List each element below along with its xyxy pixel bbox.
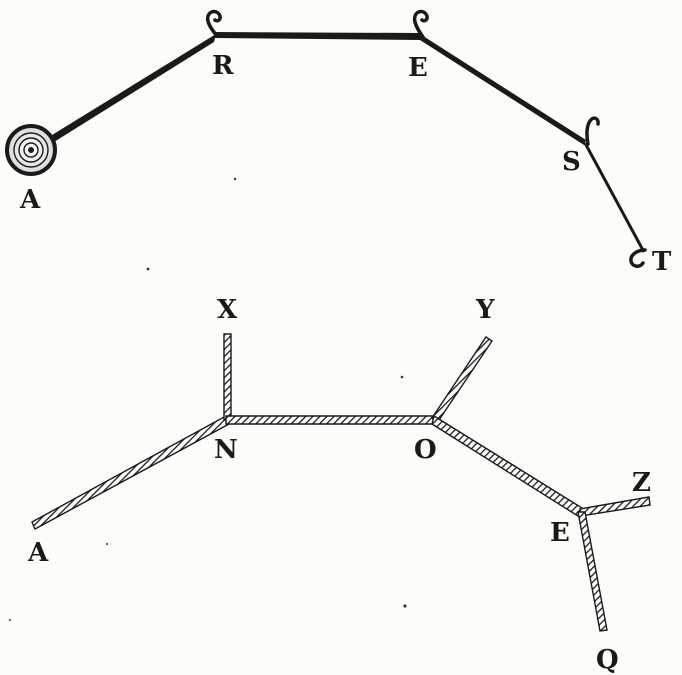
label-o: O (414, 435, 437, 465)
strut-a-n (31, 414, 230, 530)
strut-e-z (579, 496, 651, 517)
strut-o-e (431, 414, 583, 518)
label-bottom-e: E (550, 518, 570, 548)
label-q: Q (596, 645, 619, 675)
label-top-a: A (19, 185, 41, 215)
bottom-figure (31, 333, 651, 632)
cord-a-r (52, 34, 216, 142)
hook-t-icon (629, 248, 647, 268)
bottom-labels: X Y N O A E Z Q (27, 295, 651, 675)
cord-s-t (583, 142, 646, 253)
label-bottom-a: A (27, 538, 49, 568)
label-x: X (217, 295, 238, 325)
cord-e-s (420, 34, 586, 145)
hook-r-icon (205, 9, 222, 38)
strut-e-q (577, 511, 608, 632)
paper-specks (9, 177, 407, 621)
cord-r-e (214, 32, 420, 40)
strut-n-o (225, 415, 435, 425)
hook-e-icon (412, 9, 429, 39)
strut-n-x (223, 333, 232, 421)
label-y: Y (475, 295, 495, 325)
label-top-s: S (562, 147, 581, 177)
strut-o-y (431, 336, 493, 425)
label-top-e: E (408, 53, 428, 83)
label-z: Z (632, 468, 651, 498)
label-top-t: T (652, 247, 672, 277)
top-figure: A R E S T (5, 9, 672, 277)
label-n: N (214, 435, 238, 465)
hook-s-icon (585, 116, 600, 146)
label-top-r: R (212, 51, 234, 81)
ball-a-icon (5, 124, 57, 176)
